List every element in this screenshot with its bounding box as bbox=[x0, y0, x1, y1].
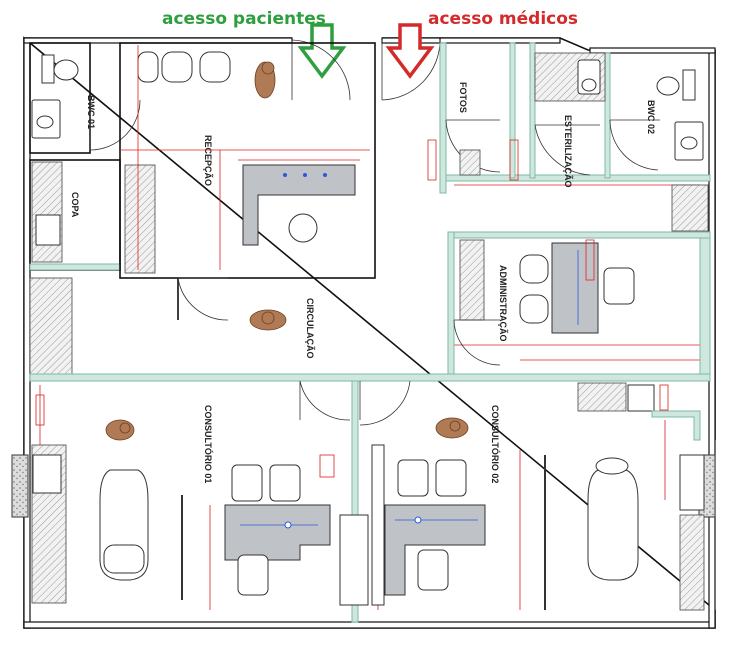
doctors-arrow-icon bbox=[385, 23, 435, 79]
patients-entrance-door bbox=[291, 39, 351, 101]
bwc01-room: BWC 01 bbox=[29, 42, 141, 154]
consultorio02-label: CONSULTÓRIO 02 bbox=[490, 405, 501, 483]
consultorio01-room: CONSULTÓRIO 01 bbox=[31, 405, 369, 606]
copa-label: COPA bbox=[70, 192, 80, 218]
person-icon bbox=[249, 309, 287, 331]
esterilizacao-label: ESTERILIZAÇÃO bbox=[563, 115, 573, 188]
person-icon bbox=[105, 419, 135, 441]
administracao-room: ADMINISTRAÇÃO bbox=[453, 239, 635, 366]
red-annotations bbox=[35, 139, 669, 478]
bwc01-label: BWC 01 bbox=[86, 95, 96, 129]
person-icon bbox=[435, 417, 469, 439]
copa-room: COPA bbox=[29, 159, 121, 271]
person-icon bbox=[254, 61, 276, 99]
recepcao-room: RECEPÇÃO bbox=[119, 42, 376, 279]
administracao-label: ADMINISTRAÇÃO bbox=[498, 265, 508, 342]
patients-arrow-icon bbox=[297, 23, 347, 79]
doctors-entrance-door bbox=[381, 39, 441, 101]
bwc02-label: BWC 02 bbox=[646, 100, 656, 134]
bwc02-room: BWC 02 bbox=[609, 69, 704, 171]
stone-cladding-left bbox=[11, 454, 29, 518]
consultorio01-label: CONSULTÓRIO 01 bbox=[203, 405, 214, 483]
fotos-label: FOTOS bbox=[458, 82, 468, 113]
recepcao-label: RECEPÇÃO bbox=[203, 135, 213, 186]
circulacao-label: CIRCULAÇÃO bbox=[305, 298, 315, 359]
patients-access-label: acesso pacientes bbox=[162, 9, 326, 29]
consultorio02-room: CONSULTÓRIO 02 bbox=[371, 382, 705, 611]
fotos-room: FOTOS bbox=[445, 82, 501, 176]
consultorio01-door bbox=[299, 380, 351, 421]
esterilizacao-room: ESTERILIZAÇÃO bbox=[534, 52, 606, 188]
doctors-access-label: acesso médicos bbox=[428, 9, 579, 29]
right-zone-partitions bbox=[351, 42, 711, 623]
circulacao-area: CIRCULAÇÃO bbox=[29, 277, 711, 382]
consultorio02-door bbox=[359, 380, 411, 426]
